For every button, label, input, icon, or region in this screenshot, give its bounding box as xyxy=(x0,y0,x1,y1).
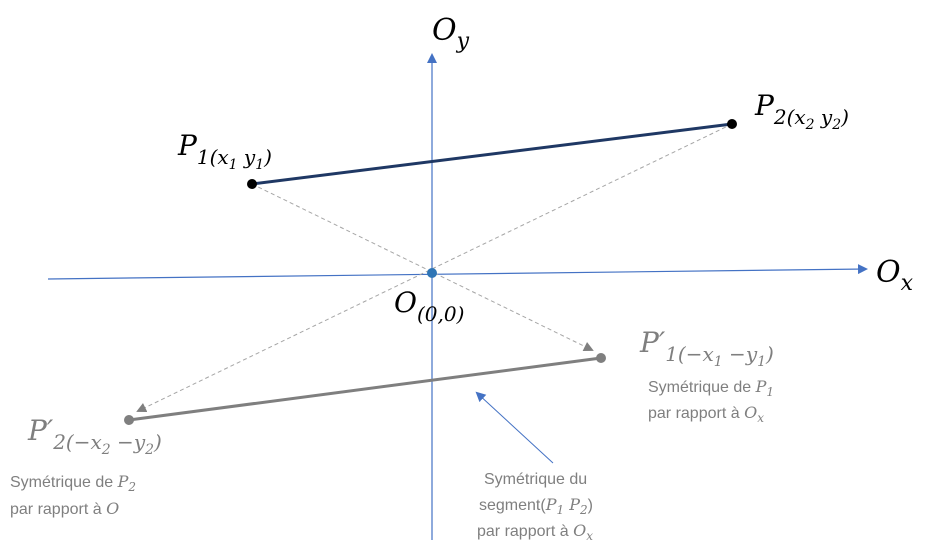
x-axis xyxy=(47,264,868,280)
p2-prime-label: P′2(−x2 −y2) xyxy=(27,414,162,458)
svg-text:par rapport à O: par rapport à O xyxy=(10,499,119,518)
svg-text:Symétrique du: Symétrique du xyxy=(484,471,587,488)
p2-label: P2(x2 y2) xyxy=(754,89,849,133)
dashed-line-p1-to-p1prime xyxy=(251,183,594,351)
point-p2-prime xyxy=(124,415,134,425)
segment-reflected xyxy=(128,356,602,422)
svg-text:segment(P1 P2): segment(P1 P2) xyxy=(479,495,593,517)
note-sym-p2: Symétrique de P2 par rapport à O xyxy=(10,472,136,518)
svg-text:Symétrique de P1: Symétrique de P1 xyxy=(648,377,774,399)
x-axis-label: Ox xyxy=(876,255,914,296)
p1-prime-label: P′1(−x1 −y1) xyxy=(639,326,774,370)
dashed-line-p2-to-p2prime xyxy=(136,123,733,413)
origin-label: O(0,0) xyxy=(394,286,464,326)
note-sym-segment: Symétrique du segment(P1 P2) par rapport… xyxy=(477,471,593,543)
segment-p1-p2 xyxy=(251,122,733,186)
y-axis-label: Oy xyxy=(432,13,470,54)
point-origin xyxy=(427,268,437,278)
note-sym-p1: Symétrique de P1 par rapport à Ox xyxy=(648,377,774,425)
svg-text:Symétrique de P2: Symétrique de P2 xyxy=(10,472,136,494)
point-p1 xyxy=(247,179,257,189)
point-p2 xyxy=(727,119,737,129)
p1-label: P1(x1 y1) xyxy=(177,129,272,173)
svg-text:par rapport à Ox: par rapport à Ox xyxy=(648,403,764,425)
svg-text:par rapport à Ox: par rapport à Ox xyxy=(477,521,593,543)
point-p1-prime xyxy=(596,353,606,363)
annotation-arrow xyxy=(475,391,554,464)
